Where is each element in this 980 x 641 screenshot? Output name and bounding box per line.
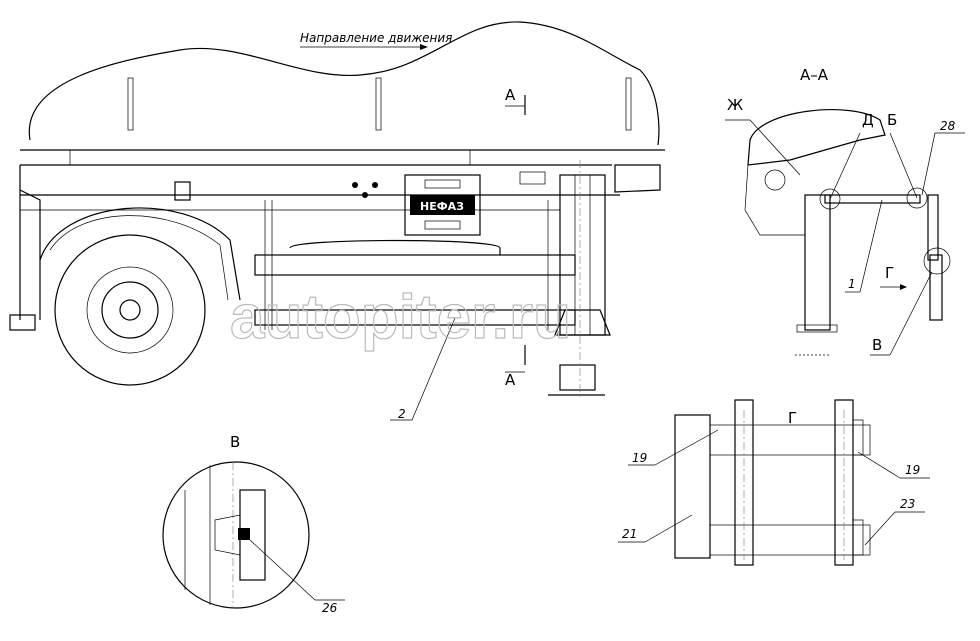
nefaz-logo-plate: НЕФАЗ <box>174 171 546 236</box>
section-mark-a-top: А <box>505 86 516 104</box>
view-g-title: Г <box>788 409 797 427</box>
part-number-26: 26 <box>322 601 338 615</box>
logo-text: НЕФАЗ <box>420 200 464 213</box>
part-number-1: 1 <box>848 277 856 291</box>
direction-arrow: Направление движения <box>300 31 452 50</box>
wheel-arch <box>39 207 241 301</box>
direction-label: Направление движения <box>300 31 452 45</box>
view-g-detail: Г 19 19 21 23 <box>618 399 930 566</box>
support-leg <box>548 160 611 400</box>
tire <box>54 234 206 386</box>
view-v-title: В <box>230 433 240 451</box>
tarp-outline <box>28 21 660 146</box>
part-number-2: 2 <box>398 407 406 421</box>
callout-v: В <box>872 336 882 354</box>
part-number-21: 21 <box>622 527 637 541</box>
arrow-head-icon <box>900 284 907 290</box>
part-number-19-left: 19 <box>632 451 647 465</box>
callout-zh: Ж <box>727 96 743 114</box>
callout-b: Б <box>887 111 897 129</box>
hub <box>101 281 159 339</box>
wheel <box>9 207 241 386</box>
section-marks: А А <box>505 86 526 389</box>
part-number-23: 23 <box>900 497 915 511</box>
bolt <box>238 528 250 540</box>
tarp-straps <box>127 77 632 131</box>
trailer-body <box>19 149 665 320</box>
callout-g: Г <box>885 264 894 282</box>
section-aa-title: А–А <box>800 66 829 84</box>
part-number-19-right: 19 <box>905 463 920 477</box>
tarp-strap <box>625 77 632 131</box>
section-mark-a-bottom: А <box>505 371 516 389</box>
callout-d: Д <box>862 111 874 129</box>
tarp-strap <box>375 77 382 131</box>
view-v-detail: В 26 <box>162 433 345 615</box>
tarp-strap <box>127 77 134 131</box>
arrow-head-icon <box>420 44 428 50</box>
rim <box>86 266 174 354</box>
section-aa-view: А–А Ж Д Б 28 1 Г В <box>725 66 965 356</box>
part-number-28: 28 <box>940 119 956 133</box>
watermark: autopiter.ru <box>230 283 571 352</box>
callout-2: 2 <box>390 317 456 421</box>
